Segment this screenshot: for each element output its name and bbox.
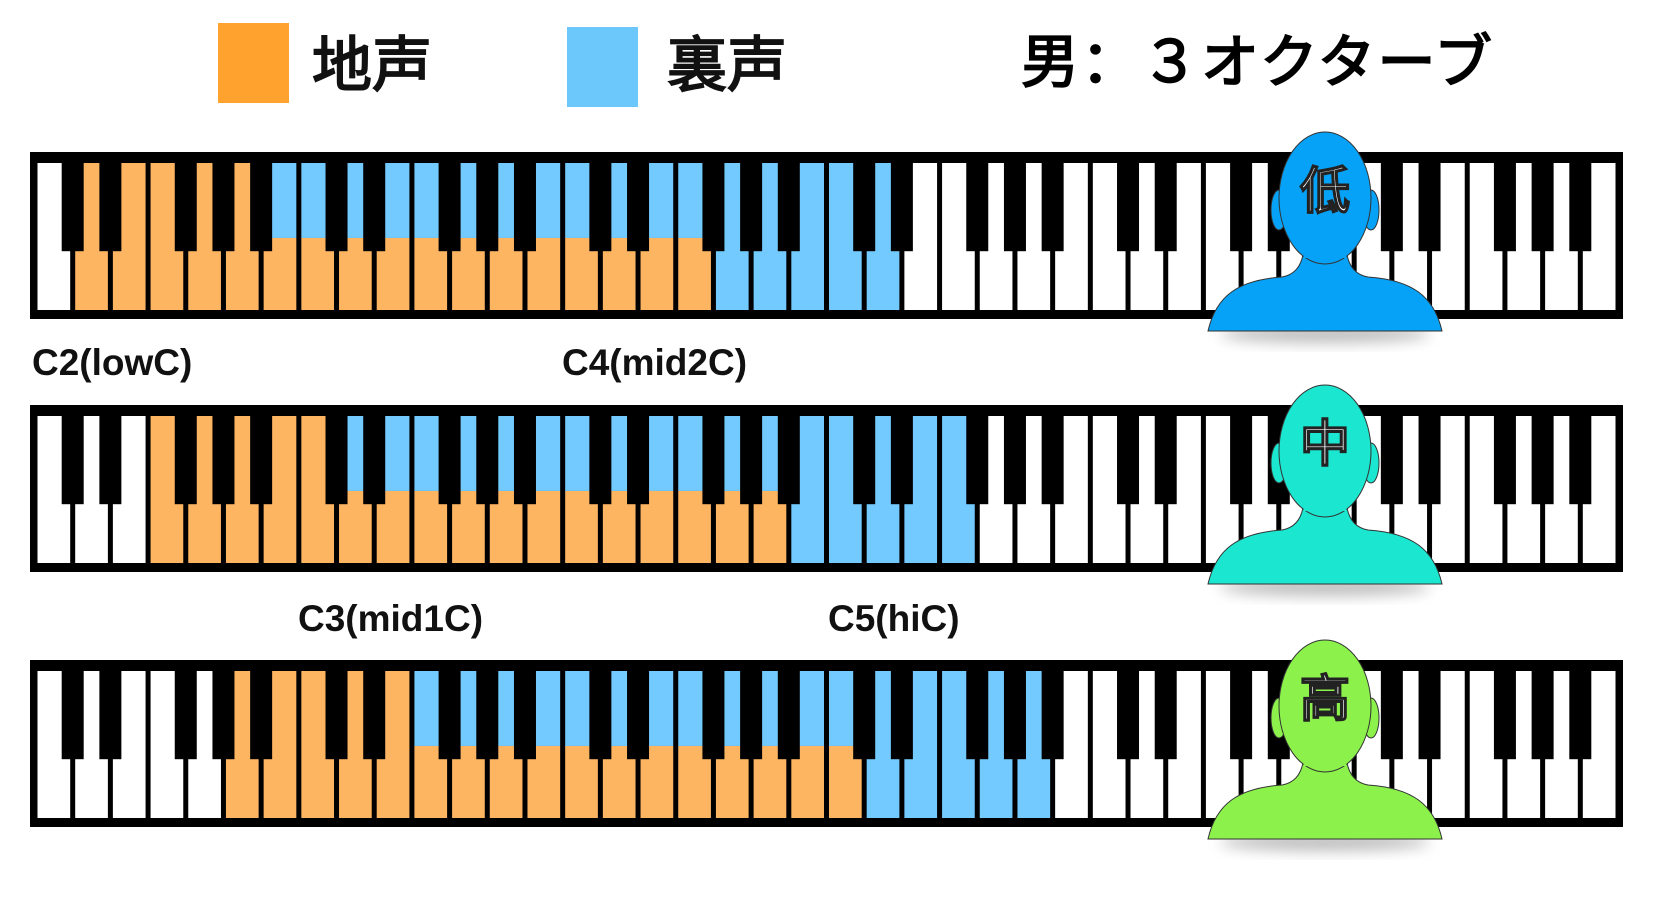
black-key[interactable] [325,152,348,252]
black-key[interactable] [740,405,763,505]
black-key[interactable] [99,660,122,760]
head-label: 中 [1300,415,1350,473]
black-key[interactable] [212,405,235,505]
black-key[interactable] [174,152,197,252]
black-key[interactable] [853,152,876,252]
black-key[interactable] [702,152,725,252]
black-key[interactable] [1154,152,1177,252]
black-key[interactable] [589,152,612,252]
label-c5: C5(hiC) [828,598,960,639]
black-key[interactable] [1493,405,1516,505]
black-key[interactable] [1493,152,1516,252]
black-key[interactable] [61,152,84,252]
black-key[interactable] [740,152,763,252]
black-key[interactable] [966,660,989,760]
black-key[interactable] [513,405,536,505]
black-key[interactable] [1230,660,1253,760]
black-key[interactable] [1569,152,1592,252]
black-key[interactable] [589,660,612,760]
black-key[interactable] [438,405,461,505]
chest-voice-swatch [218,23,289,103]
black-key[interactable] [438,660,461,760]
black-key[interactable] [853,405,876,505]
diagram-title: 男：３オクターブ [1021,28,1495,96]
black-key[interactable] [250,660,273,760]
black-key[interactable] [1154,660,1177,760]
black-key[interactable] [1380,152,1403,252]
black-key[interactable] [1380,660,1403,760]
black-key[interactable] [99,152,122,252]
black-key[interactable] [1117,660,1140,760]
black-key[interactable] [325,405,348,505]
black-key[interactable] [777,660,800,760]
black-key[interactable] [1041,660,1064,760]
black-key[interactable] [1531,660,1554,760]
label-c4: C4(mid2C) [562,342,748,383]
black-key[interactable] [702,405,725,505]
black-key[interactable] [1003,660,1026,760]
black-key[interactable] [627,405,650,505]
black-key[interactable] [61,660,84,760]
black-key[interactable] [363,660,386,760]
black-key[interactable] [513,152,536,252]
black-key[interactable] [363,152,386,252]
head-voice-swatch [567,27,638,107]
black-key[interactable] [740,660,763,760]
black-key[interactable] [702,660,725,760]
black-key[interactable] [212,660,235,760]
black-key[interactable] [476,660,499,760]
black-key[interactable] [966,152,989,252]
singer-head-mid-icon: 中 [1207,384,1443,596]
chest-voice-label: 地声 [312,31,432,101]
black-key[interactable] [61,405,84,505]
black-key[interactable] [890,152,913,252]
black-key[interactable] [1041,405,1064,505]
black-key[interactable] [1117,405,1140,505]
black-key[interactable] [890,405,913,505]
black-key[interactable] [1380,405,1403,505]
black-key[interactable] [476,405,499,505]
black-key[interactable] [99,405,122,505]
head-label: 低 [1300,162,1350,220]
black-key[interactable] [438,152,461,252]
black-key[interactable] [1569,405,1592,505]
black-key[interactable] [325,660,348,760]
black-key[interactable] [1531,405,1554,505]
black-key[interactable] [1531,152,1554,252]
black-key[interactable] [1418,405,1441,505]
black-key[interactable] [1230,152,1253,252]
label-c2: C2(lowC) [32,342,193,383]
black-key[interactable] [250,152,273,252]
black-key[interactable] [1117,152,1140,252]
black-key[interactable] [890,660,913,760]
black-key[interactable] [363,405,386,505]
black-key[interactable] [853,660,876,760]
black-key[interactable] [589,405,612,505]
black-key[interactable] [476,152,499,252]
black-key[interactable] [966,405,989,505]
black-key[interactable] [1003,405,1026,505]
singer-head-low-icon: 低 [1207,131,1443,343]
singer-head-high-icon: 高 [1207,639,1443,851]
black-key[interactable] [174,660,197,760]
black-key[interactable] [1041,152,1064,252]
black-key[interactable] [1418,152,1441,252]
black-key[interactable] [250,405,273,505]
head-label: 高 [1300,670,1350,728]
black-key[interactable] [513,660,536,760]
black-key[interactable] [627,152,650,252]
black-key[interactable] [627,660,650,760]
black-key[interactable] [1003,152,1026,252]
black-key[interactable] [1569,660,1592,760]
black-key[interactable] [174,405,197,505]
black-key[interactable] [1493,660,1516,760]
head-voice-label: 裏声 [667,31,787,101]
black-key[interactable] [212,152,235,252]
black-key[interactable] [1154,405,1177,505]
label-c3: C3(mid1C) [298,598,484,639]
black-key[interactable] [777,152,800,252]
black-key[interactable] [1418,660,1441,760]
black-key[interactable] [777,405,800,505]
black-key[interactable] [1230,405,1253,505]
